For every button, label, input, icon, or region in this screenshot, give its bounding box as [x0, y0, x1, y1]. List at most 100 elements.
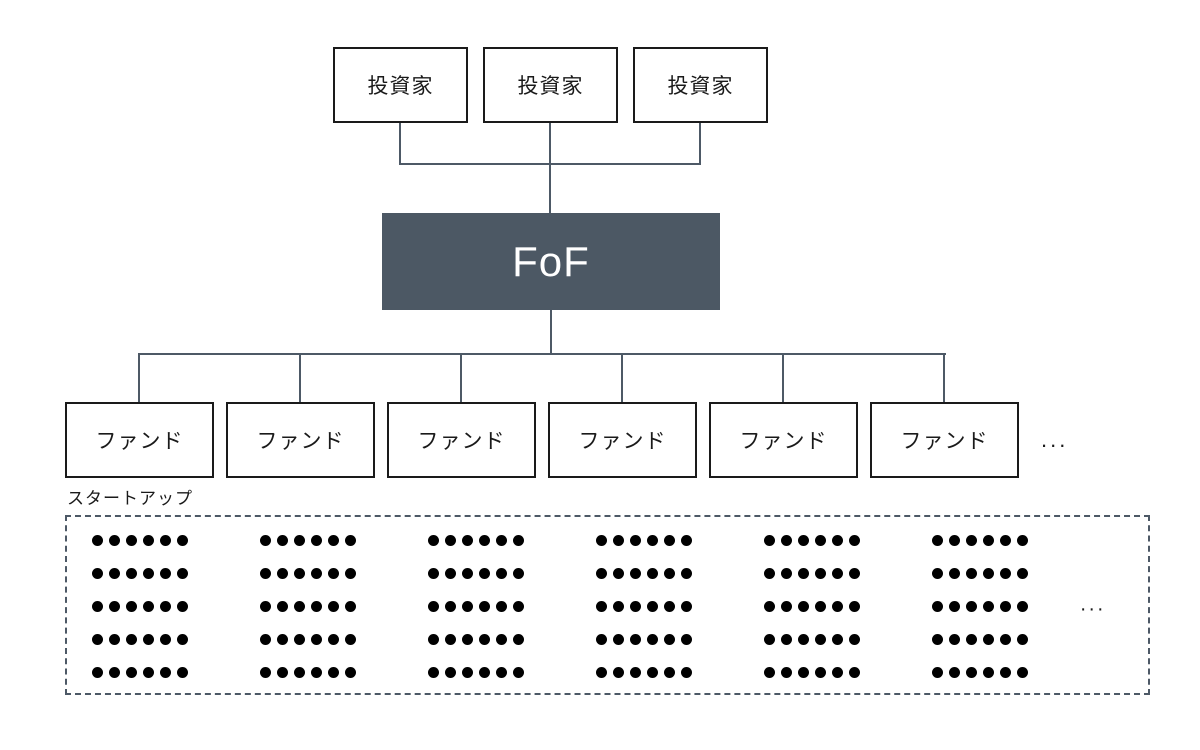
startup-dot	[596, 634, 607, 645]
startup-dot-row	[764, 568, 860, 579]
startup-dot	[177, 568, 188, 579]
startup-dot	[428, 601, 439, 612]
connector-line	[621, 353, 623, 403]
startup-dot	[966, 568, 977, 579]
startup-dot	[764, 535, 775, 546]
startup-dot	[294, 667, 305, 678]
startup-dot	[311, 634, 322, 645]
investors-row: 投資家投資家投資家	[333, 47, 768, 123]
startup-group-label: スタートアップ	[67, 489, 193, 508]
startup-dot	[428, 634, 439, 645]
startup-dot	[160, 667, 171, 678]
startup-dot	[849, 634, 860, 645]
startup-dot	[143, 601, 154, 612]
startup-dot-row	[428, 535, 524, 546]
startup-dot	[311, 568, 322, 579]
startup-dot	[260, 568, 271, 579]
startup-dot	[664, 634, 675, 645]
startup-dot	[277, 568, 288, 579]
startup-dot-row	[596, 634, 692, 645]
connector-line	[550, 310, 552, 355]
startup-dot	[966, 601, 977, 612]
startup-dot-row	[764, 667, 860, 678]
startup-dot	[1017, 634, 1028, 645]
startup-dot	[109, 535, 120, 546]
startup-dot	[966, 634, 977, 645]
startup-dot	[1017, 601, 1028, 612]
startup-dot	[966, 667, 977, 678]
startup-dot	[277, 634, 288, 645]
startup-dot	[496, 568, 507, 579]
fund-node: ファンド	[870, 402, 1019, 478]
startup-dot-row	[260, 601, 356, 612]
startup-dot	[428, 568, 439, 579]
startup-dot-row	[932, 634, 1028, 645]
startup-dot	[311, 667, 322, 678]
startup-dot	[849, 535, 860, 546]
connector-line	[299, 353, 301, 403]
startup-dot	[462, 667, 473, 678]
startup-dot	[647, 568, 658, 579]
startup-dot	[1017, 667, 1028, 678]
startup-dot-row	[764, 601, 860, 612]
startup-dot	[781, 535, 792, 546]
startup-dot	[143, 667, 154, 678]
startup-dot-row	[92, 634, 188, 645]
startup-dot	[798, 601, 809, 612]
startup-dot	[781, 667, 792, 678]
startup-dot	[345, 568, 356, 579]
startup-dot-row	[428, 667, 524, 678]
startup-dot	[445, 568, 456, 579]
startup-dot	[462, 568, 473, 579]
startup-dot	[294, 535, 305, 546]
startup-dot	[798, 667, 809, 678]
startup-dot	[1000, 568, 1011, 579]
startup-dot	[764, 634, 775, 645]
startup-dot	[328, 667, 339, 678]
startup-dot	[143, 568, 154, 579]
startup-dot	[294, 601, 305, 612]
startup-dot	[815, 634, 826, 645]
startup-dot	[630, 568, 641, 579]
startup-dot	[92, 634, 103, 645]
startup-dot	[513, 601, 524, 612]
startup-dot	[126, 601, 137, 612]
startup-dot	[764, 667, 775, 678]
startup-dot-row	[596, 568, 692, 579]
fund-node: ファンド	[226, 402, 375, 478]
startup-dot	[815, 601, 826, 612]
startup-dot	[177, 667, 188, 678]
startup-dot	[1000, 634, 1011, 645]
connector-line	[549, 123, 551, 213]
connector-line	[699, 123, 701, 165]
startup-dot-row	[260, 634, 356, 645]
startup-dot	[983, 568, 994, 579]
startup-cluster	[764, 535, 860, 678]
startup-dot-row	[932, 535, 1028, 546]
startup-dot	[647, 634, 658, 645]
startup-dot	[949, 568, 960, 579]
startup-dot-row	[428, 634, 524, 645]
startup-dot	[513, 634, 524, 645]
startup-dot	[983, 535, 994, 546]
startup-dot	[143, 535, 154, 546]
startup-dot	[92, 601, 103, 612]
startup-dot	[832, 601, 843, 612]
startup-dot	[647, 535, 658, 546]
startup-dot	[277, 535, 288, 546]
startup-cluster	[596, 535, 692, 678]
startup-dot	[983, 667, 994, 678]
startup-dot	[496, 535, 507, 546]
fund-node: ファンド	[65, 402, 214, 478]
investor-node: 投資家	[483, 47, 618, 123]
fof-node: FoF	[382, 213, 720, 310]
startup-dot	[345, 667, 356, 678]
startup-dot	[681, 634, 692, 645]
funds-row: ファンドファンドファンドファンドファンドファンド...	[65, 402, 1068, 478]
startup-dot	[832, 568, 843, 579]
startup-dot	[664, 568, 675, 579]
startup-dot	[428, 535, 439, 546]
startup-dot	[932, 667, 943, 678]
startup-cluster	[260, 535, 356, 678]
startup-dot	[328, 568, 339, 579]
